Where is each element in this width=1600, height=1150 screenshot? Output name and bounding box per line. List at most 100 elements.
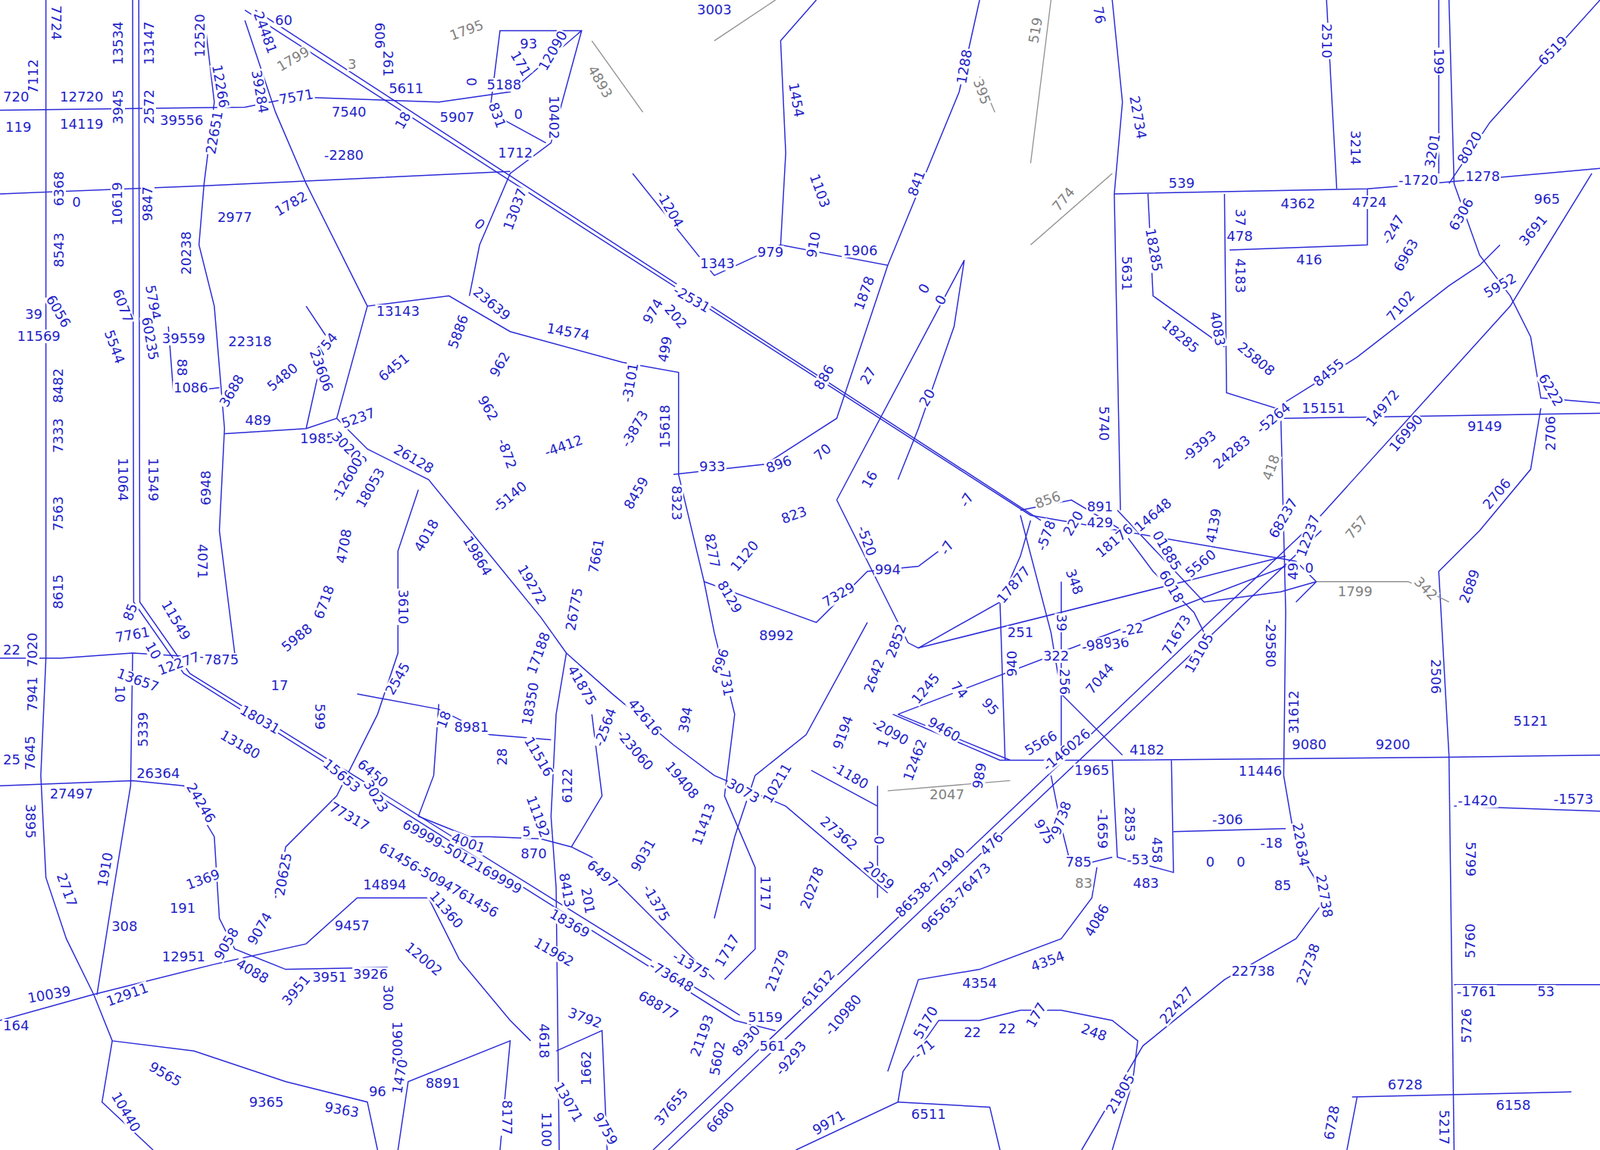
volume-label: 93 <box>518 37 538 51</box>
volume-label: -71 <box>910 1036 938 1063</box>
volume-label: 5907 <box>439 110 476 125</box>
volume-label: 39556 <box>159 113 204 128</box>
volume-label: 4071 <box>195 543 210 580</box>
grey-volume-label: 418 <box>1260 452 1283 483</box>
volume-label: 4018 <box>411 516 441 555</box>
volume-label: 20 <box>916 386 938 410</box>
volume-label: 28 <box>495 747 510 767</box>
volume-label: 720 <box>2 90 30 104</box>
volume-label: 27497 <box>49 787 94 801</box>
volume-label: -3873 <box>618 407 651 450</box>
volume-label: 7875 <box>203 653 240 667</box>
volume-label: 21805 <box>1103 1071 1138 1117</box>
volume-label: -3101 <box>620 361 641 405</box>
volume-label: 12002 <box>401 939 445 979</box>
motorway-carriageway <box>668 530 1322 1150</box>
road-link <box>1438 408 1541 756</box>
volume-label: 6519 <box>1535 33 1572 69</box>
volume-label: 4183 <box>1233 257 1247 294</box>
grey-volume-label: 856 <box>1032 488 1063 511</box>
volume-label: -1180 <box>828 759 872 792</box>
volume-label: 1906 <box>842 243 879 258</box>
volume-label: 9074 <box>245 909 275 947</box>
volume-label: 5480 <box>264 360 301 395</box>
volume-label: 85 <box>121 600 141 624</box>
volume-label: 4083 <box>1207 309 1228 348</box>
grey-volume-label: 1795 <box>446 18 486 44</box>
volume-label: 3895 <box>23 803 38 840</box>
volume-label: -18 <box>1259 836 1284 850</box>
volume-label: 9738 <box>1048 799 1074 838</box>
volume-label: 248 <box>1078 1021 1110 1044</box>
volume-label: 70 <box>810 440 835 464</box>
volume-label: 394 <box>676 704 695 735</box>
volume-label: 14648 <box>1131 495 1175 535</box>
volume-label: 22 <box>962 1025 982 1040</box>
road-link <box>96 653 133 995</box>
volume-label: 26364 <box>135 766 181 781</box>
volume-label: 416 <box>1295 253 1323 267</box>
volume-label: 74 <box>947 678 971 702</box>
volume-label: 01885 <box>1149 528 1184 574</box>
volume-label: -247 <box>1378 212 1407 247</box>
volume-label: 0 <box>932 292 950 309</box>
volume-label: 9457 <box>334 918 371 933</box>
road-link <box>0 780 388 969</box>
volume-label: 870 <box>519 846 547 861</box>
volume-label: 731 <box>717 668 736 699</box>
volume-label: 4362 <box>1279 196 1316 211</box>
volume-label: 96 <box>368 1084 388 1099</box>
volume-label: 7563 <box>51 495 66 532</box>
volume-label: 6306 <box>1446 195 1476 234</box>
grey-volume-label: 83 <box>1074 876 1094 891</box>
road-link <box>1449 755 1455 1150</box>
volume-label: 16 <box>859 468 881 492</box>
volume-label: 478 <box>1225 229 1254 244</box>
volume-label: 7941 <box>25 675 40 713</box>
volume-label: -61612 <box>795 966 838 1014</box>
volume-label: 1965 <box>1073 763 1110 778</box>
volume-label: 68877 <box>635 987 682 1022</box>
volume-label: 9363 <box>322 1100 361 1120</box>
volume-label: 1100 <box>539 1111 554 1148</box>
volume-label: 1782 <box>271 189 310 219</box>
volume-label: 15105 <box>1181 630 1216 676</box>
volume-label: 96563-76473 <box>918 859 994 936</box>
road-link <box>1081 408 1327 1150</box>
volume-label: 25 <box>2 753 22 767</box>
volume-label: 31612 <box>1287 690 1301 735</box>
volume-label: 7333 <box>51 417 66 454</box>
volume-label: 39559 <box>161 331 207 346</box>
volume-label: 0 <box>872 834 887 845</box>
motorway-carriageway <box>653 173 1592 1150</box>
volume-label: 9031 <box>628 836 658 875</box>
volume-label: 22738 <box>1313 872 1335 919</box>
volume-label: 8129 <box>714 578 744 616</box>
volume-label: 1717 <box>712 931 743 970</box>
volume-label: 994 <box>874 562 902 577</box>
volume-label: 14972 <box>1362 386 1403 430</box>
volume-label: 7724 <box>49 4 63 41</box>
volume-label: 6222 <box>1536 370 1566 409</box>
volume-label: 831 <box>485 100 508 131</box>
grey-volume-label: 757 <box>1343 512 1372 543</box>
volume-label: 5121 <box>1512 714 1550 729</box>
volume-label: 20278 <box>798 864 827 912</box>
volume-label: 17 <box>270 678 290 693</box>
volume-label: 6056 <box>43 292 73 331</box>
volume-label: 483 <box>1131 876 1160 891</box>
volume-label: 8482 <box>51 367 66 404</box>
volume-label: 7044 <box>1083 660 1118 697</box>
volume-label: 4354 <box>961 976 998 991</box>
volume-label: 5 <box>521 825 532 839</box>
volume-label: 10619 <box>110 181 125 227</box>
volume-label: 14119 <box>59 117 104 132</box>
grey-volume-label: 774 <box>1049 184 1078 214</box>
volume-label: 13143 <box>375 304 421 319</box>
volume-label: 8455 <box>1310 355 1347 390</box>
volume-label: 9565 <box>146 1059 185 1090</box>
volume-label: 3945 <box>111 89 125 126</box>
road-link <box>397 1040 510 1150</box>
volume-label: 2852 <box>883 621 909 660</box>
volume-label: 4708 <box>334 527 354 566</box>
